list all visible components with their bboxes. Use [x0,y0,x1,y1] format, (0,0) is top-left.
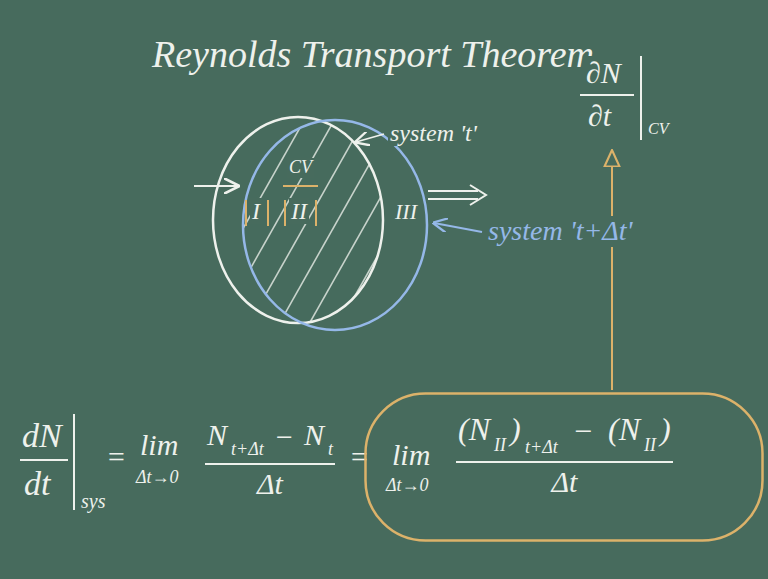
math-term: ∂N [584,56,623,89]
hatching [120,110,490,340]
hatch-line [360,110,490,340]
region-mark [245,200,247,226]
fraction-bar [20,459,68,461]
fraction-bar [205,463,335,465]
region-mark [267,200,269,226]
region-label: CV [287,158,314,178]
math-term: N [302,418,326,451]
hatch-line [270,110,400,340]
inflow-arrow [194,185,238,187]
math-term: Δt [255,467,285,500]
math-term: lim [138,428,180,461]
math-subscript: t+Δt [523,438,560,458]
evaluation-bar [640,56,642,140]
hatch-line [150,110,280,340]
fraction-bar [456,461,673,463]
hatching [120,110,490,340]
region-mark [315,200,317,226]
title: Reynolds Transport Theorem [150,34,596,76]
region-mark [283,185,318,187]
math-term: (N [456,412,492,447]
math-subscript: II [492,436,508,456]
equals-sign: = [104,440,128,473]
math-subscript: sys [79,490,107,512]
math-term: lim [390,438,432,471]
math-term: dt [22,465,52,502]
math-term: − [570,414,596,449]
math-term: ) [508,412,523,447]
region-marks [246,186,318,226]
math-term: ∂t [586,99,613,132]
math-subscript: t+Δt [229,440,266,460]
math-term: − [272,420,296,453]
outflow-arrow [470,185,486,205]
region-number: I [250,198,262,224]
hatch-line [180,110,310,340]
math-subscript: Δt→0 [384,476,431,496]
leader-line [356,134,384,142]
region-mark [284,200,286,226]
box-outline [366,394,763,541]
math-term: ) [658,412,673,447]
outflow-arrow [428,198,478,200]
region-number: II [289,198,309,224]
fraction-bars [205,464,335,465]
outflow-arrow [428,190,478,192]
math-term: N [205,418,229,451]
pointer-arrow [611,150,613,390]
math-strokes [20,56,641,510]
system-label: system 't' [388,120,479,146]
system-boundary-t-dt [243,120,427,330]
region-number: III [393,200,419,224]
equals-sign: = [347,440,371,473]
math-subscript: Δt→0 [134,468,181,488]
system-label: system 't+Δt' [486,216,635,247]
math-term: (N [606,412,642,447]
evaluation-bar [73,414,75,510]
hatch-line [120,110,250,340]
math-subscript: t [326,440,335,460]
leader-line [434,223,482,232]
system-boundary-t [213,117,383,323]
math-term: dN [20,417,64,454]
hatch-line [240,110,370,340]
math-term: Δt [550,465,580,498]
limit-expression-box: limΔt→0(NII)t+Δt−(NII)Δt [364,392,764,542]
math-subscript: II [642,436,658,456]
fraction-bar [580,94,634,96]
math-subscript: CV [646,120,670,138]
